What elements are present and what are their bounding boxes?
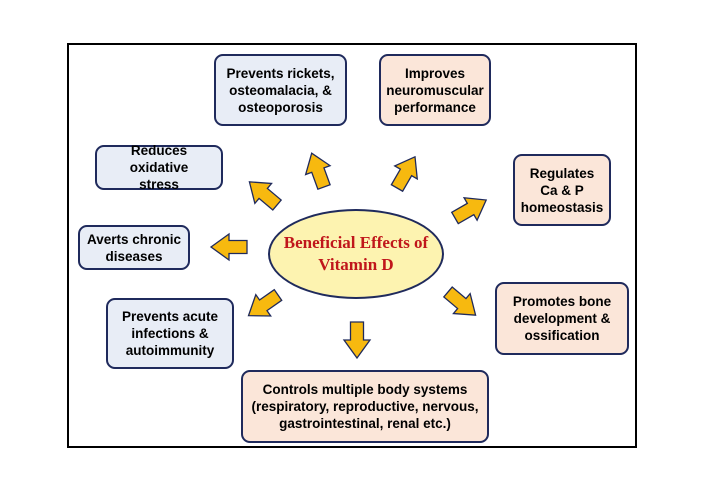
homeostasis-line2: Ca & P bbox=[540, 182, 584, 198]
effect-box-bone: Promotes bone development & ossification bbox=[495, 282, 629, 355]
effect-box-infections: Prevents acute infections & autoimmunity bbox=[106, 298, 234, 369]
systems-line1: Controls multiple body systems bbox=[262, 382, 468, 397]
effect-box-chronic: Averts chronic diseases bbox=[78, 225, 190, 270]
effect-box-rickets: Prevents rickets, osteomalacia, & osteop… bbox=[214, 54, 347, 126]
oxidative-line2: stress bbox=[139, 177, 179, 192]
center-title-ellipse: Beneficial Effects of Vitamin D bbox=[268, 209, 444, 299]
arrow-to-neuromuscular bbox=[385, 149, 427, 196]
effect-box-homeostasis: Regulates Ca & P homeostasis bbox=[513, 154, 611, 226]
infections-line2: infections & bbox=[131, 326, 209, 341]
rickets-line3: osteoporosis bbox=[238, 99, 323, 115]
oxidative-line1: Reduces oxidative bbox=[129, 143, 189, 175]
arrow-to-infections bbox=[240, 283, 287, 327]
arrow-to-homeostasis bbox=[447, 188, 494, 230]
bone-line2: development & bbox=[513, 311, 611, 326]
neuromuscular-line2: neuromuscular bbox=[386, 82, 484, 98]
infections-line1: Prevents acute bbox=[121, 309, 219, 324]
neuromuscular-line1: Improves bbox=[404, 65, 466, 81]
arrow-to-rickets bbox=[298, 148, 337, 193]
rickets-line1: Prevents rickets, bbox=[226, 65, 335, 81]
arrow-to-bone bbox=[438, 281, 485, 326]
center-title-line2: Vitamin D bbox=[318, 255, 394, 274]
bone-line1: Promotes bone bbox=[512, 294, 612, 309]
systems-line2: (respiratory, reproductive, nervous, bbox=[251, 399, 479, 414]
arrow-to-chronic bbox=[210, 233, 248, 261]
infections-line3: autoimmunity bbox=[125, 343, 215, 358]
neuromuscular-line3: performance bbox=[394, 99, 476, 115]
rickets-line2: osteomalacia, & bbox=[229, 82, 332, 98]
arrow-to-oxidative bbox=[240, 171, 287, 216]
bone-line3: ossification bbox=[524, 328, 600, 343]
chronic-line2: diseases bbox=[105, 248, 163, 264]
effect-box-systems: Controls multiple body systems (respirat… bbox=[241, 370, 489, 443]
effect-box-oxidative: Reduces oxidative stress bbox=[95, 143, 223, 192]
homeostasis-line3: homeostasis bbox=[520, 199, 604, 215]
center-title-line1: Beneficial Effects of bbox=[283, 233, 429, 252]
arrow-to-systems bbox=[343, 321, 371, 359]
chronic-line1: Averts chronic bbox=[86, 231, 182, 247]
homeostasis-line1: Regulates bbox=[529, 165, 595, 181]
systems-line3: gastrointestinal, renal etc.) bbox=[279, 416, 451, 431]
effect-box-neuromuscular: Improves neuromuscular performance bbox=[379, 54, 491, 126]
